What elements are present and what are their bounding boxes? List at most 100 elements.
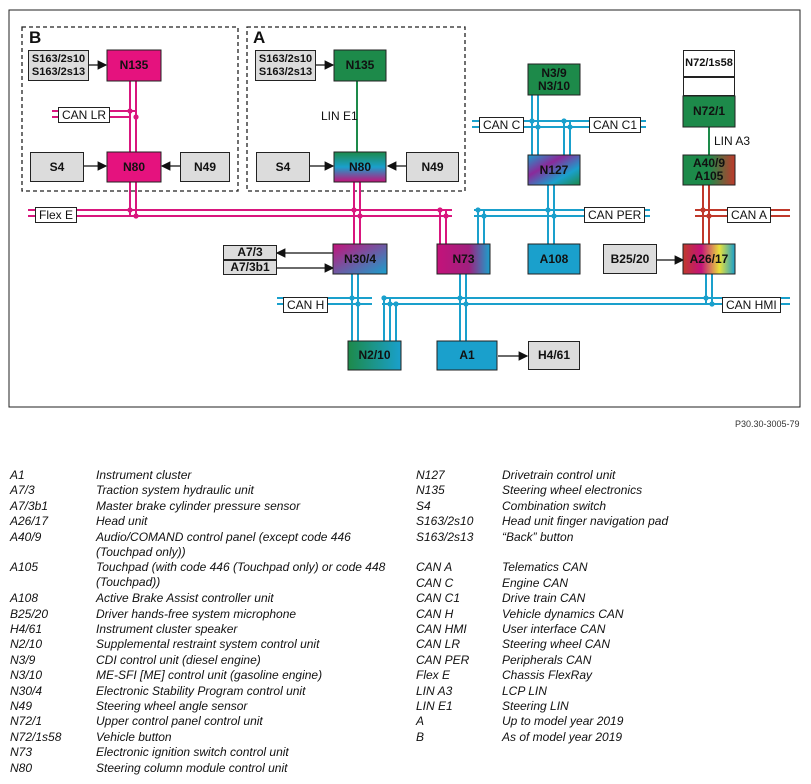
legend-code: S163/2s13 xyxy=(416,529,474,544)
legend-code: N72/1s58 xyxy=(10,729,62,744)
bus-label-can-hmi: CAN HMI xyxy=(722,297,781,313)
legend-code: CAN C xyxy=(416,575,454,590)
legend-code: A1 xyxy=(10,468,25,482)
legend-description: Combination switch xyxy=(502,498,607,513)
legend-description: Steering wheel electronics xyxy=(502,483,643,498)
legend-code: N3/9 xyxy=(10,652,36,667)
bus-label-can-h: CAN H xyxy=(283,297,329,313)
legend-description: Drivetrain control unit xyxy=(502,468,616,482)
legend-description: Telematics CAN xyxy=(502,560,588,575)
module-n72-1s58: N72/1s58 xyxy=(683,50,735,77)
module-n3: N3/9 N3/10 xyxy=(537,65,571,93)
module-s163-a: S163/2s10 S163/2s13 xyxy=(255,50,316,81)
module-h4-61: H4/61 xyxy=(528,341,580,370)
legend-code: A7/3b1 xyxy=(10,498,49,513)
bus-label-can-c1: CAN C1 xyxy=(589,117,642,133)
bus-label-can-lr: CAN LR xyxy=(58,107,111,123)
group-label-a: A xyxy=(253,28,266,47)
legend-code: CAN PER xyxy=(416,652,470,667)
legend-description: Active Brake Assist controller unit xyxy=(96,591,274,606)
legend-code: CAN A xyxy=(416,560,453,575)
module-n135-b: N135 xyxy=(119,58,149,72)
legend-description: Upper control panel control unit xyxy=(96,714,263,729)
bus-label-can-per: CAN PER xyxy=(584,207,646,223)
legend-code: B xyxy=(416,729,425,744)
legend-code: N72/1 xyxy=(10,714,43,729)
legend-code: B25/20 xyxy=(10,606,49,621)
legend-description: Vehicle button xyxy=(96,729,172,744)
module-a1: A1 xyxy=(459,348,475,362)
legend-code: H4/61 xyxy=(10,622,43,636)
module-n49-a: N49 xyxy=(406,152,459,182)
legend-code: A26/17 xyxy=(10,514,49,529)
legend-code: CAN HMI xyxy=(416,622,467,636)
legend-description: ME-SFI [ME] control unit (gasoline engin… xyxy=(96,668,323,683)
module-n80-a: N80 xyxy=(348,159,371,174)
legend-description: “Back” button xyxy=(502,529,574,544)
legend-description: Driver hands-free system microphone xyxy=(96,606,297,621)
legend-description: Peripherals CAN xyxy=(502,652,592,667)
group-label-b: B xyxy=(29,28,42,47)
module-a26-17: A26/17 xyxy=(689,251,729,266)
bus-label-can-c: CAN C xyxy=(479,117,525,133)
legend-code: N30/4 xyxy=(10,683,43,698)
module-n80-b: N80 xyxy=(122,159,145,174)
module-n49-b: N49 xyxy=(180,152,230,182)
module-a108: A108 xyxy=(539,251,569,266)
legend-description: LCP LIN xyxy=(502,683,547,698)
legend-description: Steering wheel angle sensor xyxy=(96,699,248,713)
legend-description: Vehicle dynamics CAN xyxy=(502,606,624,621)
legend-description: As of model year 2019 xyxy=(502,729,623,744)
legend-code: N127 xyxy=(416,468,445,482)
legend-description: Steering column module control unit xyxy=(96,760,288,775)
legend-description: Audio/COMAND control panel (except code … xyxy=(96,529,351,559)
module-n135-a: N135 xyxy=(345,58,375,72)
module-n2-10: N2/10 xyxy=(358,348,391,362)
figure-code: P30.30-3005-79 xyxy=(735,419,800,429)
legend-code: S163/2s10 xyxy=(416,514,474,529)
legend-code: A xyxy=(416,714,425,729)
module-n73: N73 xyxy=(452,251,475,266)
module-a40-a105: A40/9 A105 xyxy=(692,156,726,183)
bus-label-lin-e1: LIN E1 xyxy=(321,109,358,123)
legend-description: Electronic Stability Program control uni… xyxy=(96,683,306,698)
legend-code: LIN A3 xyxy=(416,683,453,698)
legend-description: User interface CAN xyxy=(502,622,606,636)
legend-code: LIN E1 xyxy=(416,699,453,713)
legend-code: CAN C1 xyxy=(416,591,461,606)
legend-code: A108 xyxy=(10,591,39,606)
bus-label-can-a: CAN A xyxy=(727,207,772,223)
legend-code: N73 xyxy=(10,745,33,760)
legend-code: CAN H xyxy=(416,606,454,621)
legend-description: Steering LIN xyxy=(502,699,569,713)
legend-description: CDI control unit (diesel engine) xyxy=(96,652,261,667)
module-s163-b: S163/2s10 S163/2s13 xyxy=(28,50,89,81)
legend-code: A105 xyxy=(10,560,39,575)
legend-description: Instrument cluster xyxy=(96,468,192,482)
legend-description: Touchpad (with code 446 (Touchpad only) … xyxy=(96,560,386,590)
legend-description: Head unit xyxy=(96,514,148,529)
legend-description: Up to model year 2019 xyxy=(502,714,624,729)
bus-label-lin-a3: LIN A3 xyxy=(714,134,751,148)
module-n72-1s58-body xyxy=(683,77,735,96)
legend-description: Instrument cluster speaker xyxy=(96,622,238,636)
legend-code: A40/9 xyxy=(10,529,42,544)
legend-code: N3/10 xyxy=(10,668,43,683)
legend-description: Master brake cylinder pressure sensor xyxy=(96,498,301,513)
module-a7-3: A7/3 xyxy=(223,245,277,260)
module-a7-3b1: A7/3b1 xyxy=(223,260,277,275)
legend-code: N2/10 xyxy=(10,637,43,652)
legend-description: Traction system hydraulic unit xyxy=(96,483,254,498)
legend-description: Head unit finger navigation pad xyxy=(502,514,669,529)
module-n127: N127 xyxy=(539,162,569,177)
legend-description: Drive train CAN xyxy=(502,591,586,606)
module-n72-1: N72/1 xyxy=(692,104,726,118)
legend-description: Supplemental restraint system control un… xyxy=(96,637,320,652)
module-n30-4: N30/4 xyxy=(343,251,377,266)
legend-code: N49 xyxy=(10,699,33,713)
legend-description: Chassis FlexRay xyxy=(502,668,593,683)
legend-code: Flex E xyxy=(416,668,451,683)
legend-code: CAN LR xyxy=(416,637,461,652)
legend-description: Engine CAN xyxy=(502,575,569,590)
legend-code: A7/3 xyxy=(10,483,35,498)
